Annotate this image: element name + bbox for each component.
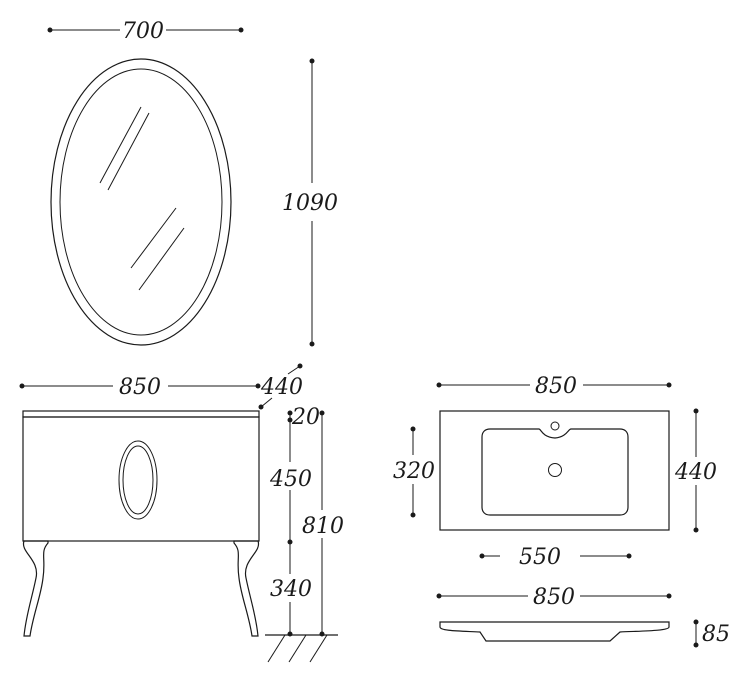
vanity-width-label: 850 [119, 375, 161, 400]
basin-side-outline [439, 621, 670, 642]
vanity-cabinet [22, 416, 260, 542]
drawer-height-label: 450 [269, 467, 312, 492]
mirror-width-label: 700 [122, 19, 164, 44]
vanity-depth-label: 440 [260, 375, 303, 400]
bowl-width-dimension: 550 [479, 545, 632, 570]
vanity-countertop [22, 410, 260, 418]
mirror-reflection-lines [99, 106, 185, 291]
handle-ornament-inner [122, 445, 154, 515]
top-thickness-label: 20 [291, 405, 320, 430]
bowl-depth-label: 320 [393, 459, 435, 484]
vanity-front-drawing [22, 410, 260, 637]
bowl-width-label: 550 [519, 545, 561, 570]
basin-top-outline [439, 410, 670, 531]
basin-width-label: 850 [535, 374, 577, 399]
vanity-depth-dimension: 440 [258, 363, 303, 410]
basin-thickness-dimension: 85 [693, 619, 730, 648]
total-height-label: 810 [302, 514, 344, 539]
mirror-drawing [50, 58, 232, 346]
drain-hole [548, 463, 562, 477]
basin-side-width-label: 850 [533, 585, 575, 610]
vanity-width-dimension: 850 [19, 375, 261, 400]
mirror-frame-outer [50, 58, 232, 346]
basin-depth-dimension: 440 [674, 408, 717, 533]
basin-depth-label: 440 [674, 460, 717, 485]
vanity-height-dimensions: 20 450 340 810 [269, 405, 344, 637]
basin-bowl [481, 428, 629, 516]
mirror-width-dimension: 700 [47, 19, 244, 44]
basin-top-drawing [439, 410, 670, 531]
basin-side-width-dimension: 850 [436, 585, 672, 610]
mirror-height-label: 1090 [282, 191, 338, 216]
basin-width-dimension: 850 [436, 374, 672, 399]
mirror-height-dimension: 1090 [282, 58, 338, 347]
left-leg [22, 540, 49, 637]
basin-thickness-label: 85 [702, 622, 730, 647]
floor-line [265, 634, 338, 663]
right-leg [233, 540, 260, 637]
handle-ornament-outer [118, 440, 158, 520]
leg-height-label: 340 [270, 577, 312, 602]
basin-side-drawing [439, 621, 670, 642]
tap-hole [550, 421, 560, 431]
bowl-depth-dimension: 320 [393, 426, 435, 518]
mirror-frame-inner [59, 68, 223, 336]
